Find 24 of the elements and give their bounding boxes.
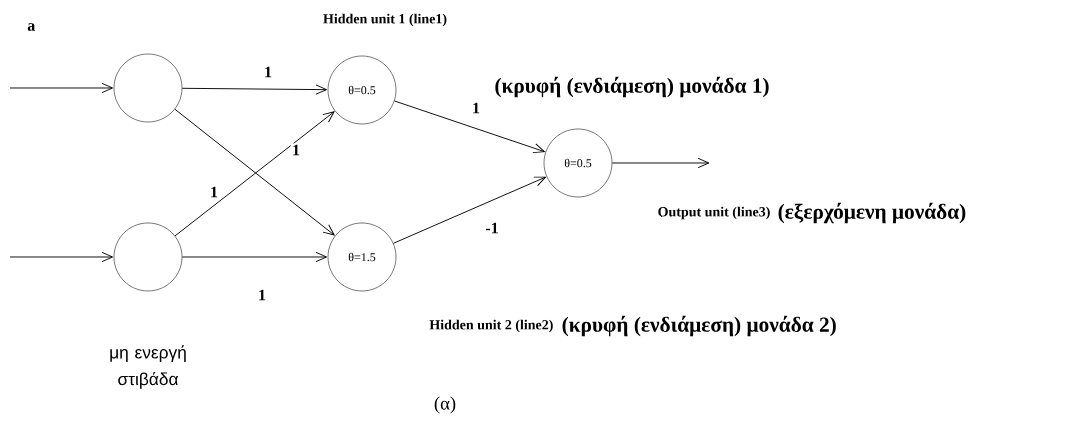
- unit-label: (κρυφή (ενδιάμεση) μονάδα 2): [562, 315, 836, 337]
- unit-label: Hidden unit 1 (line1): [323, 13, 447, 27]
- panel-label: a: [27, 23, 36, 31]
- caption: (α): [434, 396, 456, 414]
- unit-label: Hidden unit 2 (line2): [429, 319, 553, 333]
- weight-label: 1: [211, 186, 218, 198]
- unit-label: (κρυφή (ενδιάμεση) μονάδα 1): [495, 76, 769, 98]
- neuron-circle: [113, 222, 183, 292]
- arrow: [9, 251, 114, 263]
- edge-label: 1: [470, 101, 482, 115]
- arrow: [9, 82, 114, 94]
- unit-label: (εξερχόμενη μονάδα): [778, 202, 966, 224]
- edge-label: 1: [256, 288, 268, 302]
- unit-label: Output unit (line3): [658, 206, 770, 220]
- neuron-circle: [113, 53, 183, 123]
- arrow: [181, 84, 328, 95]
- arrow: [181, 251, 328, 263]
- edge-label: -1: [484, 221, 500, 235]
- edge-label: 1: [262, 65, 274, 79]
- layer-label: μη ενεργή στιβάδα: [110, 345, 186, 389]
- arrow: [611, 157, 710, 169]
- arrow: [394, 100, 545, 154]
- edge-label: 1: [290, 143, 302, 157]
- arrow: [392, 176, 546, 244]
